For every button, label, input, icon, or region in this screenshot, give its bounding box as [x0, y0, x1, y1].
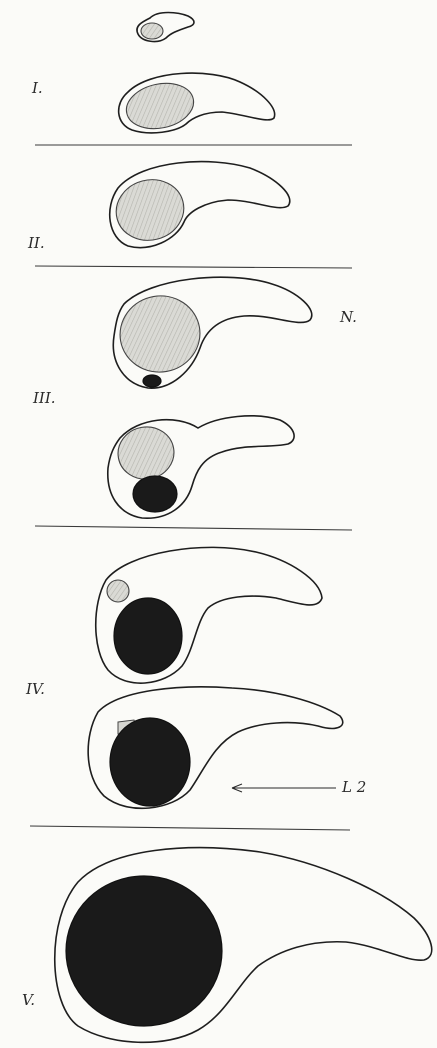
dark-nucleus — [66, 876, 222, 1026]
divider-line — [35, 526, 352, 530]
pointer-arrow — [232, 784, 336, 792]
stage-label-iv: IV. — [25, 680, 45, 698]
light-nucleus — [141, 23, 163, 39]
stage-i-small-cell — [137, 13, 194, 42]
stage-iv-cell-lower — [88, 687, 343, 808]
divider-line — [30, 826, 350, 830]
stage-iii-cell-lower — [108, 416, 294, 518]
stage-v-cell — [55, 848, 432, 1043]
pointer-label: L 2 — [341, 778, 366, 796]
stage-label-v: V. — [22, 991, 35, 1009]
stage-label-iii: III. — [32, 389, 56, 407]
light-nucleus — [107, 580, 129, 602]
dark-nucleus — [133, 476, 177, 512]
stage-label-n: N. — [339, 308, 357, 326]
stage-label-i: I. — [31, 79, 43, 97]
stage-iv-cell-upper — [96, 547, 322, 683]
dark-nucleus — [110, 718, 190, 806]
stage-ii-cell — [109, 162, 289, 248]
divider-line — [35, 266, 352, 268]
stage-label-ii: II. — [27, 234, 45, 252]
dark-nucleus — [143, 375, 161, 387]
dark-nucleus — [114, 598, 182, 674]
stage-i-cell — [119, 73, 275, 134]
stage-iii-cell-upper — [113, 277, 311, 388]
